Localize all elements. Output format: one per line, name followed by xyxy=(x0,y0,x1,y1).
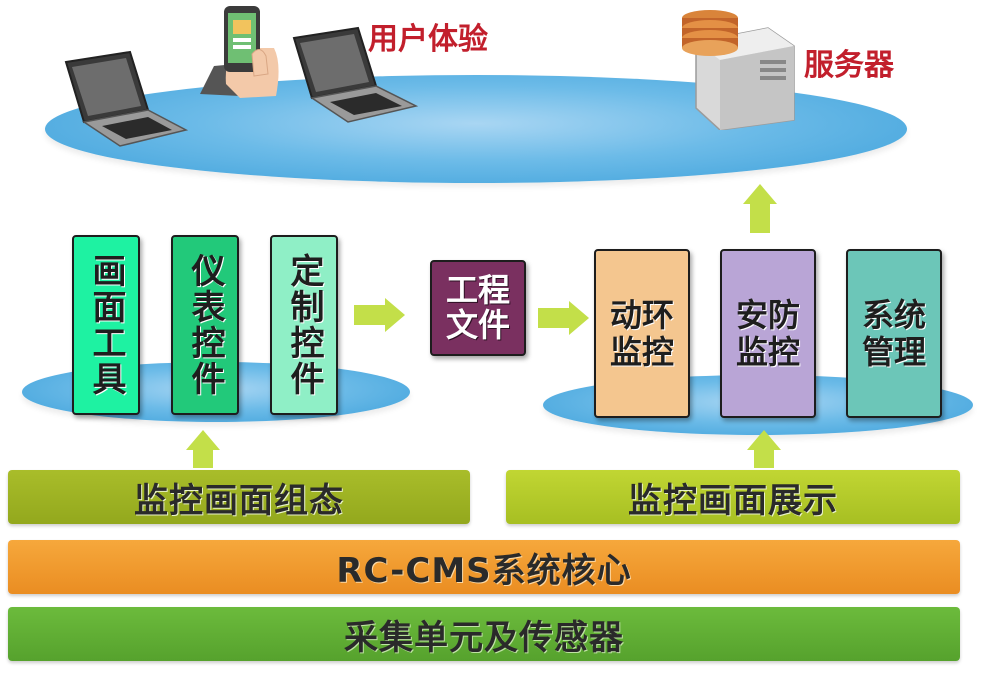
core-bar-label: RC-CMS系统核心 xyxy=(336,550,632,591)
arrow-up-head xyxy=(186,430,220,450)
display-bar: 监控画面展示 xyxy=(506,470,960,524)
arrow-right-head xyxy=(385,298,405,332)
server-database-icon xyxy=(682,10,795,130)
bottom-bar: 采集单元及传感器 xyxy=(8,607,960,661)
arrow-right-icon xyxy=(538,308,570,328)
config-bar-label: 监控画面组态 xyxy=(134,480,344,521)
arrow-right-head xyxy=(569,301,589,335)
arrow-up-head xyxy=(747,430,781,450)
arrow-right-icon xyxy=(354,305,386,325)
user-experience-label: 用户体验 xyxy=(368,22,488,57)
arrow-up-icon xyxy=(754,448,774,468)
card-screen-tools: 画面工具 xyxy=(72,235,140,415)
arrow-up-icon xyxy=(193,448,213,468)
card-instrument-controls: 仪表控件 xyxy=(171,235,239,415)
card-power-environment-monitoring: 动环监控 xyxy=(594,249,690,418)
server-label: 服务器 xyxy=(804,48,894,83)
card-system-management: 系统管理 xyxy=(846,249,942,418)
laptop-icon xyxy=(292,26,419,123)
arrow-up-head xyxy=(743,184,777,204)
arrow-up-icon xyxy=(750,203,770,233)
laptop-icon xyxy=(64,50,189,147)
core-bar: RC-CMS系统核心 xyxy=(8,540,960,594)
bottom-bar-label: 采集单元及传感器 xyxy=(344,617,624,658)
smartphone-hand-icon xyxy=(200,6,279,98)
display-bar-label: 监控画面展示 xyxy=(628,480,838,521)
config-bar: 监控画面组态 xyxy=(8,470,470,524)
card-security-monitoring: 安防监控 xyxy=(720,249,816,418)
card-project-file: 工程文件 xyxy=(430,260,526,356)
card-custom-controls: 定制控件 xyxy=(270,235,338,415)
